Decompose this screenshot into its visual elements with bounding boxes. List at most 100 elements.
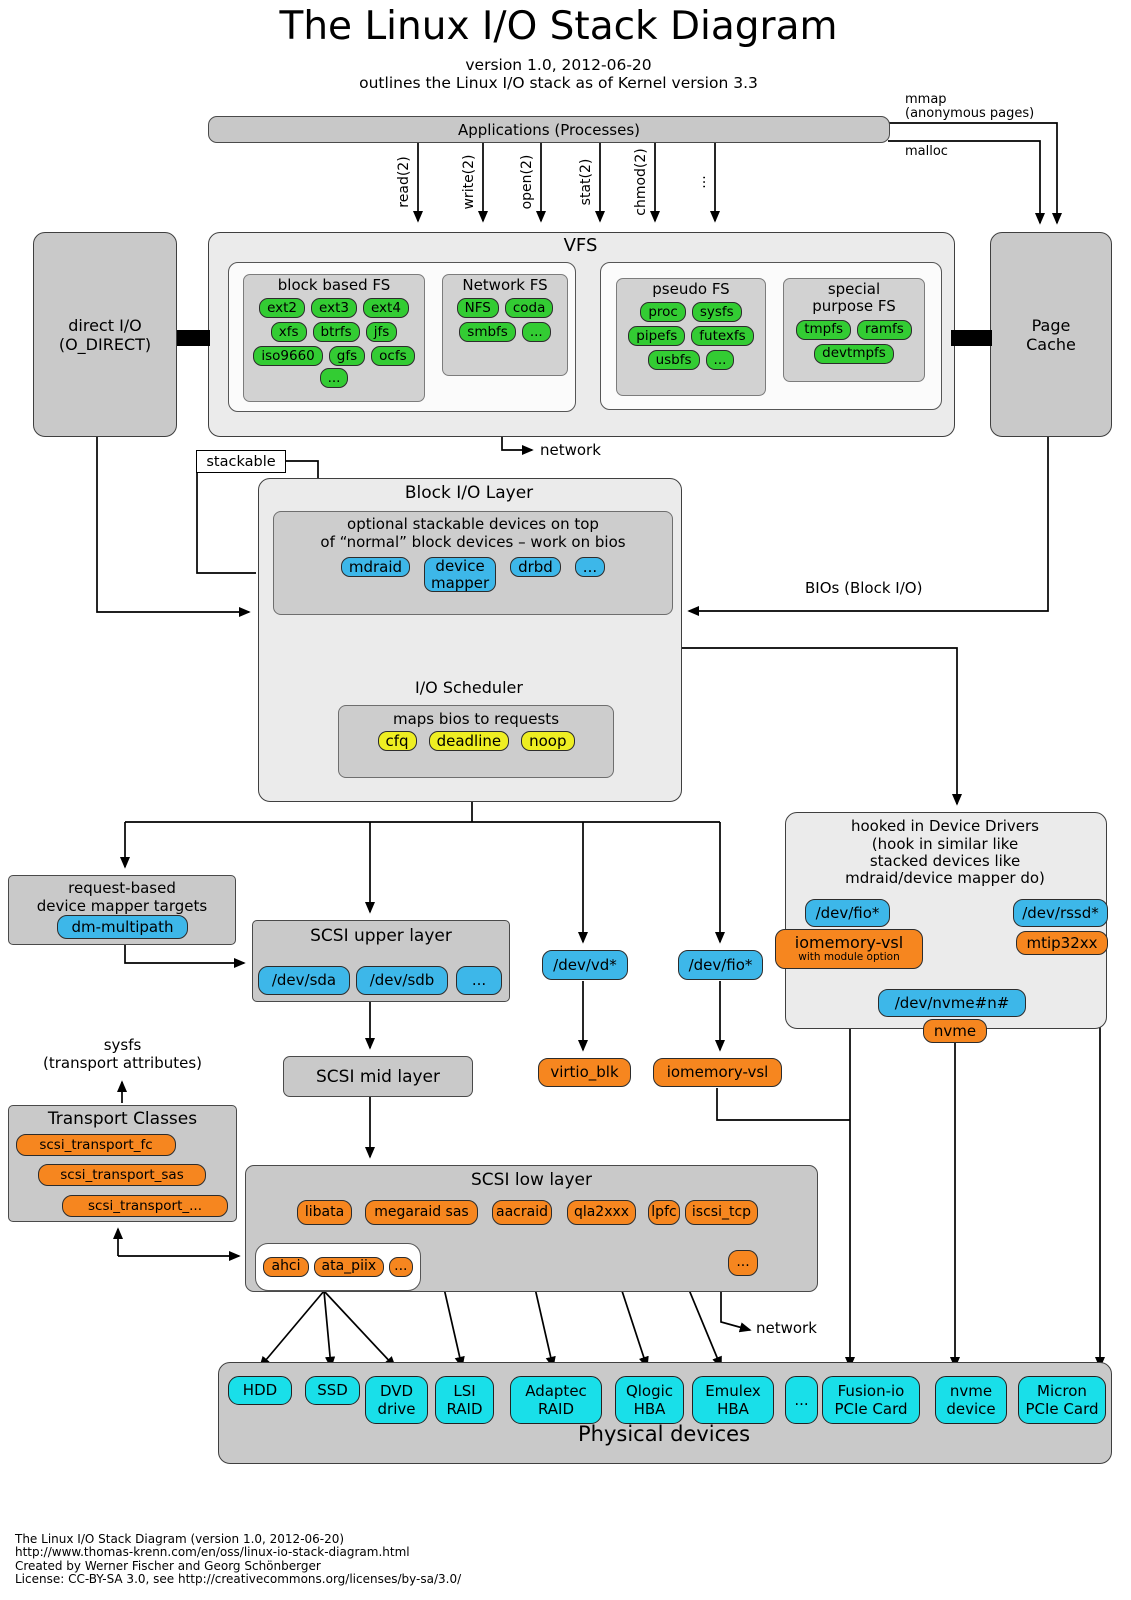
fs-pill: btrfs — [312, 322, 360, 343]
fs-pill: ext3 — [311, 298, 357, 319]
dots-card: ... — [785, 1376, 818, 1424]
network-fs-title: Network FS — [462, 276, 548, 294]
iscsi-network-label: network — [756, 1319, 817, 1337]
scsi-upper-dots-pill: ... — [456, 966, 502, 995]
footer-line3: Created by Werner Fischer and Georg Schö… — [15, 1558, 321, 1573]
footer-line1: The Linux I/O Stack Diagram (version 1.0… — [15, 1532, 345, 1546]
ssd-card: SSD — [305, 1376, 360, 1405]
libata-pill: libata — [297, 1200, 352, 1225]
block-device-pill: drbd — [510, 557, 561, 577]
page-cache-line1: Page — [1031, 315, 1071, 335]
fs-pill: ext2 — [259, 298, 306, 319]
scsi-low-dots-pill: ... — [728, 1250, 758, 1276]
syscall-more: ... — [693, 175, 709, 189]
fs-pill: ocfs — [371, 346, 415, 367]
block-device-pill: mdraid — [340, 557, 411, 577]
mmap-sub-label: (anonymous pages) — [905, 106, 1035, 121]
nvme-driver-pill: nvme — [923, 1019, 987, 1043]
footer-line2: http://www.thomas-krenn.com/en/oss/linux… — [15, 1545, 410, 1560]
qla2xxx-pill: qla2xxx — [567, 1200, 636, 1225]
block-based-fs-box: block based FS ext2 ext3 ext4 xfs btrfs … — [243, 274, 425, 402]
malloc-label: malloc — [905, 144, 948, 159]
fs-pill: ... — [521, 322, 551, 343]
page-cache-box: Page Cache — [990, 232, 1112, 437]
scsi-transport-dots-pill: scsi_transport_... — [62, 1195, 228, 1217]
sysfs-label: sysfs — [103, 1036, 142, 1054]
qlogic-hba-card: Qlogic HBA — [615, 1376, 684, 1424]
transport-classes-title: Transport Classes — [47, 1109, 198, 1129]
scheduler-pill: noop — [521, 731, 575, 751]
vfs-network-label: network — [540, 441, 601, 459]
virtio-blk-pill: virtio_blk — [538, 1058, 631, 1087]
fs-pill: ext4 — [362, 298, 409, 319]
stackable-label: stackable — [196, 450, 286, 473]
transport-attributes-label: (transport attributes) — [42, 1054, 203, 1072]
directio-vfs-connector — [177, 330, 210, 346]
page-title: The Linux I/O Stack Diagram — [279, 4, 838, 49]
ata-dots-pill: ... — [389, 1257, 413, 1277]
fs-pill: proc — [640, 302, 686, 323]
syscall-write: write(2) — [461, 154, 477, 210]
version-subtitle: version 1.0, 2012-06-20 — [465, 56, 652, 74]
pseudo-fs-box: pseudo FS proc sysfs pipefs futexfs usbf… — [616, 278, 766, 396]
special-fs-title-line1: special — [827, 280, 881, 298]
vfs-pagecache-connector — [951, 330, 992, 346]
fs-pill: NFS — [456, 298, 499, 319]
fs-pill: pipefs — [628, 326, 686, 347]
dev-vd-pill: /dev/vd* — [542, 950, 628, 980]
adaptec-raid-card: Adaptec RAID — [510, 1376, 602, 1424]
scsi-mid-layer-box: SCSI mid layer — [283, 1056, 473, 1097]
footer: The Linux I/O Stack Diagram (version 1.0… — [15, 1532, 462, 1586]
mmap-label: mmap — [905, 92, 947, 107]
emulex-hba-card: Emulex HBA — [692, 1376, 774, 1424]
nvme-device-card: nvme device — [935, 1376, 1007, 1424]
direct-io-box: direct I/O (O_DIRECT) — [33, 232, 177, 437]
ata-piix-pill: ata_piix — [313, 1257, 385, 1277]
scheduler-pill: deadline — [428, 731, 510, 751]
mtip32xx-pill: mtip32xx — [1016, 931, 1108, 955]
syscall-chmod: chmod(2) — [633, 148, 649, 216]
fs-pill: tmpfs — [796, 319, 852, 340]
hooked-title-line1: hooked in Device Drivers — [850, 817, 1039, 835]
dm-multipath-pill: dm-multipath — [57, 915, 188, 939]
block-based-fs-title: block based FS — [277, 276, 391, 294]
scsi-upper-title: SCSI upper layer — [310, 926, 452, 946]
fusion-io-card: Fusion-io PCIe Card — [822, 1376, 920, 1424]
iomemory-sub-label: with module option — [798, 950, 900, 963]
aacraid-pill: aacraid — [492, 1200, 552, 1225]
fs-pill: iso9660 — [253, 346, 323, 367]
io-scheduler-title: I/O Scheduler — [415, 678, 523, 697]
fs-pill: xfs — [270, 322, 307, 343]
bios-label: BIOs (Block I/O) — [805, 579, 923, 597]
dm-targets-line2: device mapper targets — [36, 897, 208, 915]
network-fs-box: Network FS NFS coda smbfs ... — [442, 274, 568, 376]
block-io-layer-title: Block I/O Layer — [404, 483, 534, 503]
hooked-title-line3: stacked devices like — [869, 852, 1021, 870]
syscall-stat: stat(2) — [578, 158, 594, 206]
pseudo-fs-title: pseudo FS — [652, 280, 730, 298]
io-scheduler-box: maps bios to requests cfq deadline noop — [338, 705, 614, 778]
kernel-subtitle: outlines the Linux I/O stack as of Kerne… — [359, 74, 758, 92]
hdd-card: HDD — [228, 1376, 292, 1405]
dvd-drive-card: DVD drive — [365, 1376, 428, 1424]
hooked-dev-rssd-pill: /dev/rssd* — [1013, 899, 1108, 927]
micron-card: Micron PCIe Card — [1018, 1376, 1106, 1424]
fs-pill: jfs — [365, 322, 398, 343]
block-device-pill: device mapper — [424, 557, 497, 592]
fs-pill: gfs — [328, 346, 366, 367]
stackable-devices-box: optional stackable devices on top of “no… — [273, 511, 673, 615]
dev-fio-pill: /dev/fio* — [678, 950, 763, 980]
stackable-note-line1: optional stackable devices on top — [347, 515, 599, 533]
hooked-dev-fio-pill: /dev/fio* — [805, 899, 890, 927]
fs-pill: sysfs — [691, 302, 742, 323]
scsi-transport-fc-pill: scsi_transport_fc — [16, 1134, 176, 1156]
stackable-note-line2: of “normal” block devices – work on bios — [320, 533, 626, 551]
hooked-title-line2: (hook in similar like — [871, 835, 1019, 853]
iomemory-vsl-pill: iomemory-vsl — [653, 1058, 782, 1087]
lpfc-pill: lpfc — [648, 1200, 680, 1225]
syscall-read: read(2) — [396, 156, 412, 208]
ata-drivers-box: ahci ata_piix ... — [255, 1243, 421, 1291]
footer-line4: License: CC-BY-SA 3.0, see http://creati… — [15, 1571, 462, 1586]
special-fs-title-line2: purpose FS — [812, 297, 896, 316]
applications-bar: Applications (Processes) — [208, 116, 890, 143]
